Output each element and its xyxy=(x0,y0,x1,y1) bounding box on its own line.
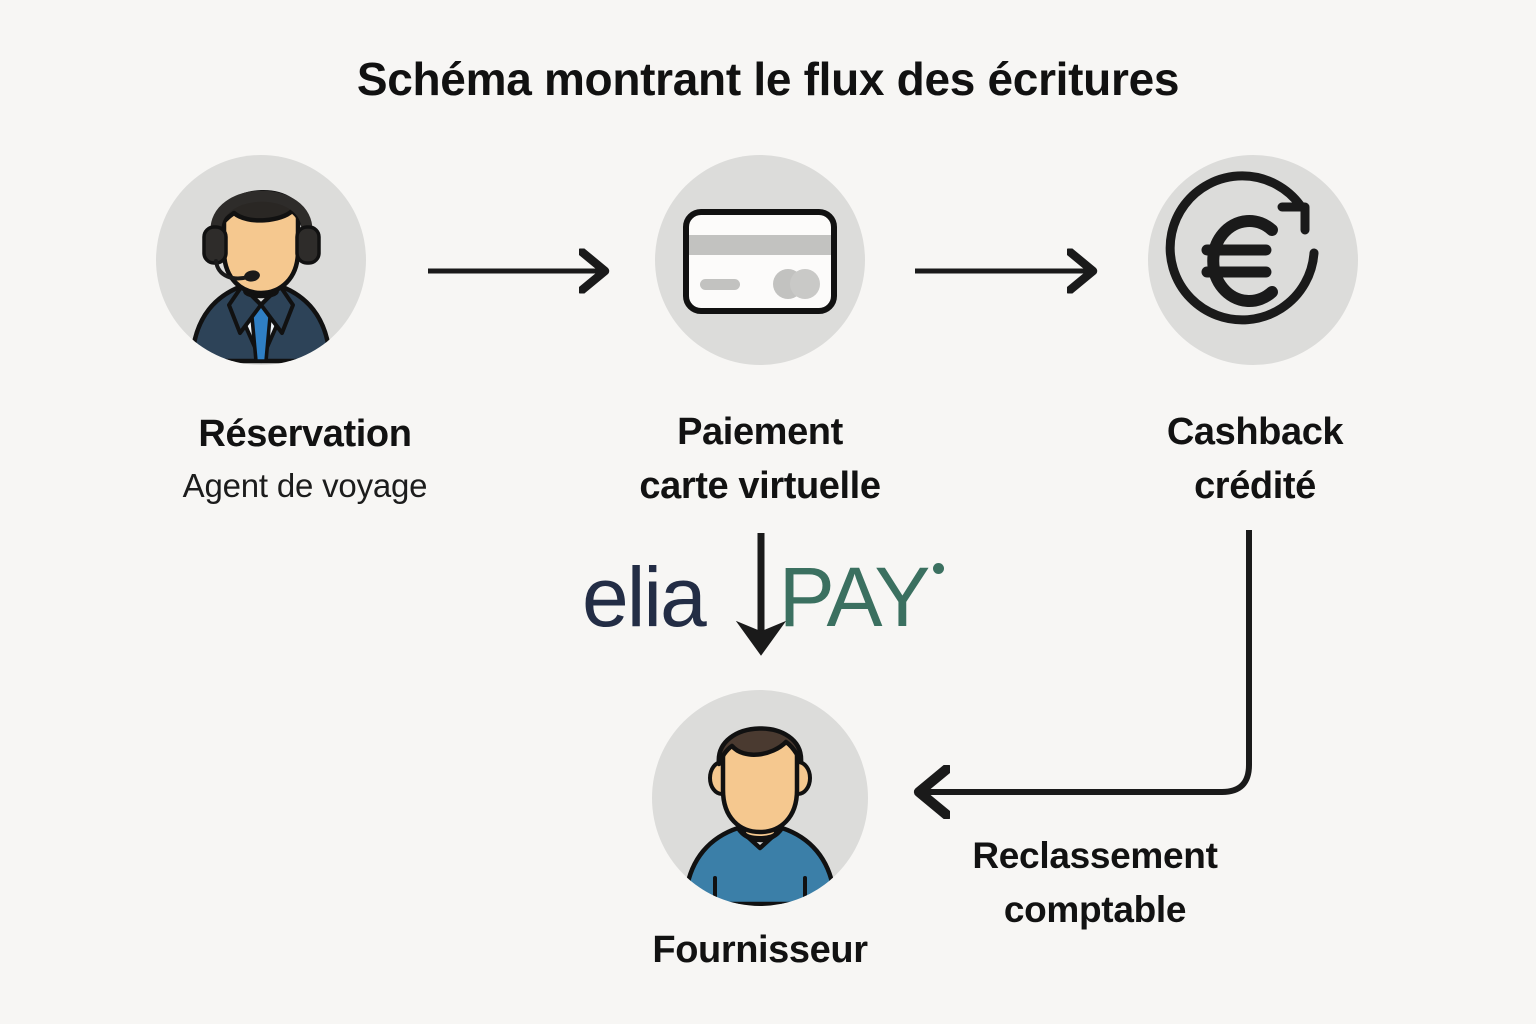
arrow-cashback-to-fournisseur xyxy=(925,530,1252,792)
logo-text-pay: PAY xyxy=(778,550,931,644)
node-reservation-label: Réservation xyxy=(198,413,412,455)
node-paiement-label-line1: Paiement xyxy=(677,411,843,453)
travel-agent-headset-icon xyxy=(189,190,333,364)
page-title: Schéma montrant le flux des écritures xyxy=(356,53,1180,105)
node-cashback-label-line1: Cashback xyxy=(1166,411,1344,453)
node-cashback-label-line2: crédité xyxy=(1194,465,1316,507)
node-paiement-label-line2: carte virtuelle xyxy=(639,465,881,507)
node-paiement-circle xyxy=(655,155,865,365)
logo-dot xyxy=(933,563,945,574)
node-fournisseur-label: Fournisseur xyxy=(652,929,868,971)
elia-pay-logo: elia PAY xyxy=(582,550,945,644)
logo-text-elia: elia xyxy=(582,550,707,644)
node-reservation-sublabel: Agent de voyage xyxy=(182,467,428,504)
supplier-person-icon xyxy=(682,726,838,906)
node-cashback-circle xyxy=(1148,155,1358,365)
credit-card-icon xyxy=(683,209,837,314)
node-fournisseur-circle xyxy=(652,690,868,906)
edge-label-reclassement-line2: comptable xyxy=(1003,889,1187,930)
node-reservation-circle xyxy=(156,155,366,365)
edge-label-reclassement-line1: Reclassement xyxy=(972,835,1218,876)
euro-refresh-icon xyxy=(1165,171,1319,325)
